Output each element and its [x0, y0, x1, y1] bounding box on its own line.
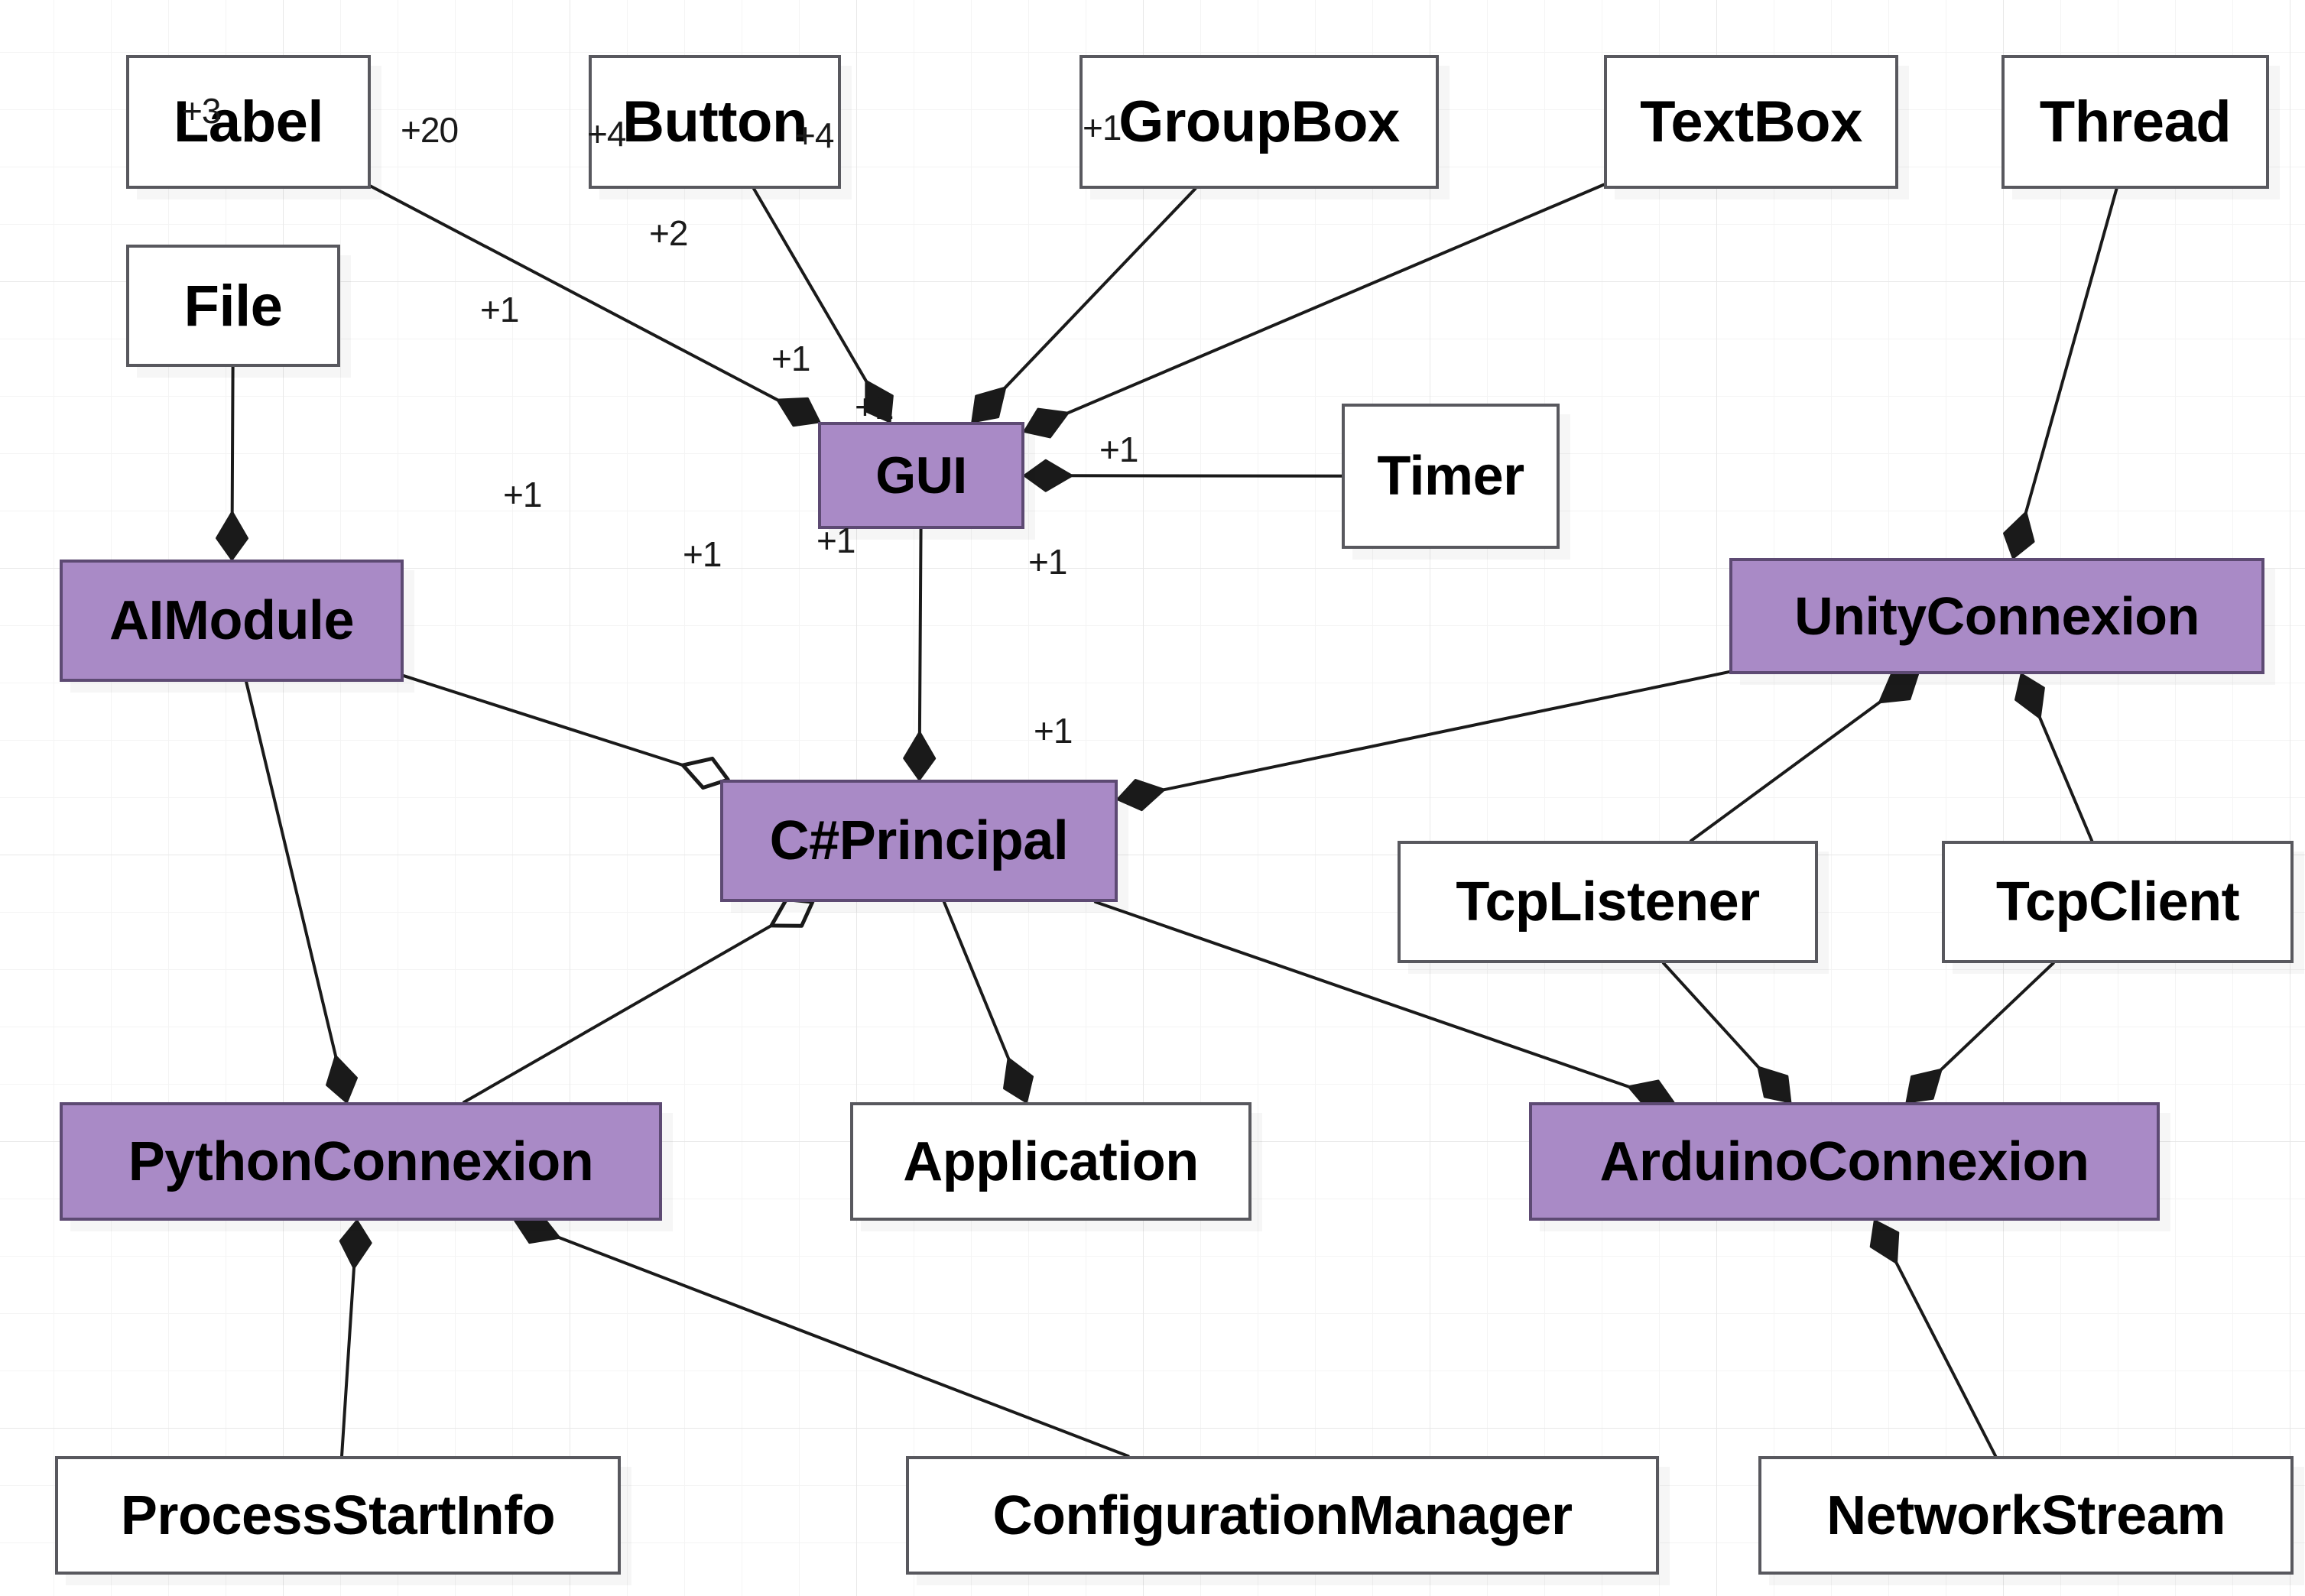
class-node-label: TcpClient [1995, 871, 2240, 933]
edge-label-gui [369, 184, 821, 427]
class-node-label: GUI [875, 446, 967, 504]
class-node-label: UnityConnexion [1794, 586, 2199, 646]
multiplicity-label: +20 [401, 110, 459, 150]
class-node-label: ArduinoConnexion [1599, 1130, 2089, 1192]
class-node-arduinoconnexion[interactable]: ArduinoConnexion [1529, 1102, 2160, 1221]
edge-gui-principal [903, 527, 937, 781]
class-node-label[interactable]: Label [126, 55, 371, 189]
class-node-configurationmanager[interactable]: ConfigurationManager [906, 1456, 1659, 1575]
multiplicity-label: +3 [182, 91, 221, 131]
class-node-label: Application [903, 1130, 1199, 1192]
multiplicity-label: +1 [1034, 711, 1073, 751]
class-node-processstartinfo[interactable]: ProcessStartInfo [55, 1456, 621, 1575]
edge-aimodule-python [245, 680, 358, 1104]
class-node-file[interactable]: File [126, 245, 340, 367]
class-node-unityconnexion[interactable]: UnityConnexion [1729, 558, 2264, 674]
multiplicity-label: +1 [855, 387, 894, 427]
class-node-tcplistener[interactable]: TcpListener [1398, 841, 1818, 963]
class-node-tcpclient[interactable]: TcpClient [1942, 841, 2294, 963]
class-node-pythonconnexion[interactable]: PythonConnexion [60, 1102, 662, 1221]
class-node-application[interactable]: Application [850, 1102, 1252, 1221]
edge-file-aimodule [216, 365, 249, 561]
multiplicity-label: +1 [771, 339, 810, 378]
class-node-label: AIModule [109, 590, 354, 651]
class-node-label: TcpListener [1456, 871, 1760, 933]
edge-python-config [514, 1212, 1130, 1458]
edge-textbox-gui [1023, 183, 1605, 439]
class-node-label: Timer [1377, 446, 1524, 507]
class-node-label: TextBox [1640, 89, 1862, 154]
multiplicity-label: +2 [649, 213, 688, 253]
class-node-timer[interactable]: Timer [1342, 404, 1560, 549]
class-node-textbox[interactable]: TextBox [1604, 55, 1898, 189]
class-node-label: C#Principal [769, 810, 1069, 871]
class-node-label: PythonConnexion [128, 1130, 594, 1192]
edge-python-principal [462, 897, 815, 1104]
class-node-label: ProcessStartInfo [120, 1484, 556, 1546]
multiplicity-label: +1 [816, 521, 855, 560]
edge-python-process [339, 1219, 372, 1458]
multiplicity-label: +1 [1028, 542, 1067, 582]
edge-tcplistener-unity [1689, 673, 1920, 842]
edge-tcpclient-arduino [1905, 962, 2055, 1104]
class-node-label: NetworkStream [1826, 1484, 2225, 1546]
class-node-aimodule[interactable]: AIModule [60, 560, 404, 682]
class-node-gui[interactable]: GUI [818, 422, 1024, 529]
class-node-label: Thread [2039, 89, 2232, 154]
multiplicity-label: +1 [503, 475, 542, 514]
class-node-thread[interactable]: Thread [2001, 55, 2269, 189]
class-node-label: ConfigurationManager [992, 1484, 1573, 1546]
multiplicity-label: +4 [587, 114, 626, 154]
edge-groupbox-gui [971, 187, 1197, 423]
edge-tcpclient-unity [2014, 673, 2094, 842]
class-node-label: File [183, 273, 283, 339]
multiplicity-label: +4 [795, 115, 834, 155]
class-node-networkstream[interactable]: NetworkStream [1758, 1456, 2294, 1575]
multiplicity-label: +1 [1083, 108, 1122, 148]
edge-principal-app [942, 900, 1034, 1104]
multiplicity-label: +1 [1099, 430, 1138, 469]
edge-tcplistener-arduino [1661, 962, 1792, 1104]
class-node-label: Button [622, 89, 807, 154]
multiplicity-label: +1 [683, 534, 722, 574]
class-node-label: GroupBox [1118, 89, 1400, 154]
edge-arduino-network [1869, 1219, 1998, 1458]
class-node-label: Label [174, 89, 324, 154]
edge-timer-gui [1023, 459, 1343, 492]
multiplicity-label: +1 [480, 290, 519, 329]
edge-aimodule-principal [402, 674, 730, 790]
edge-unity-principal [1116, 670, 1731, 812]
class-node-groupbox[interactable]: GroupBox [1079, 55, 1439, 189]
edge-thread-unity [2003, 187, 2118, 560]
class-node-csharpprincipal[interactable]: C#Principal [720, 780, 1118, 902]
